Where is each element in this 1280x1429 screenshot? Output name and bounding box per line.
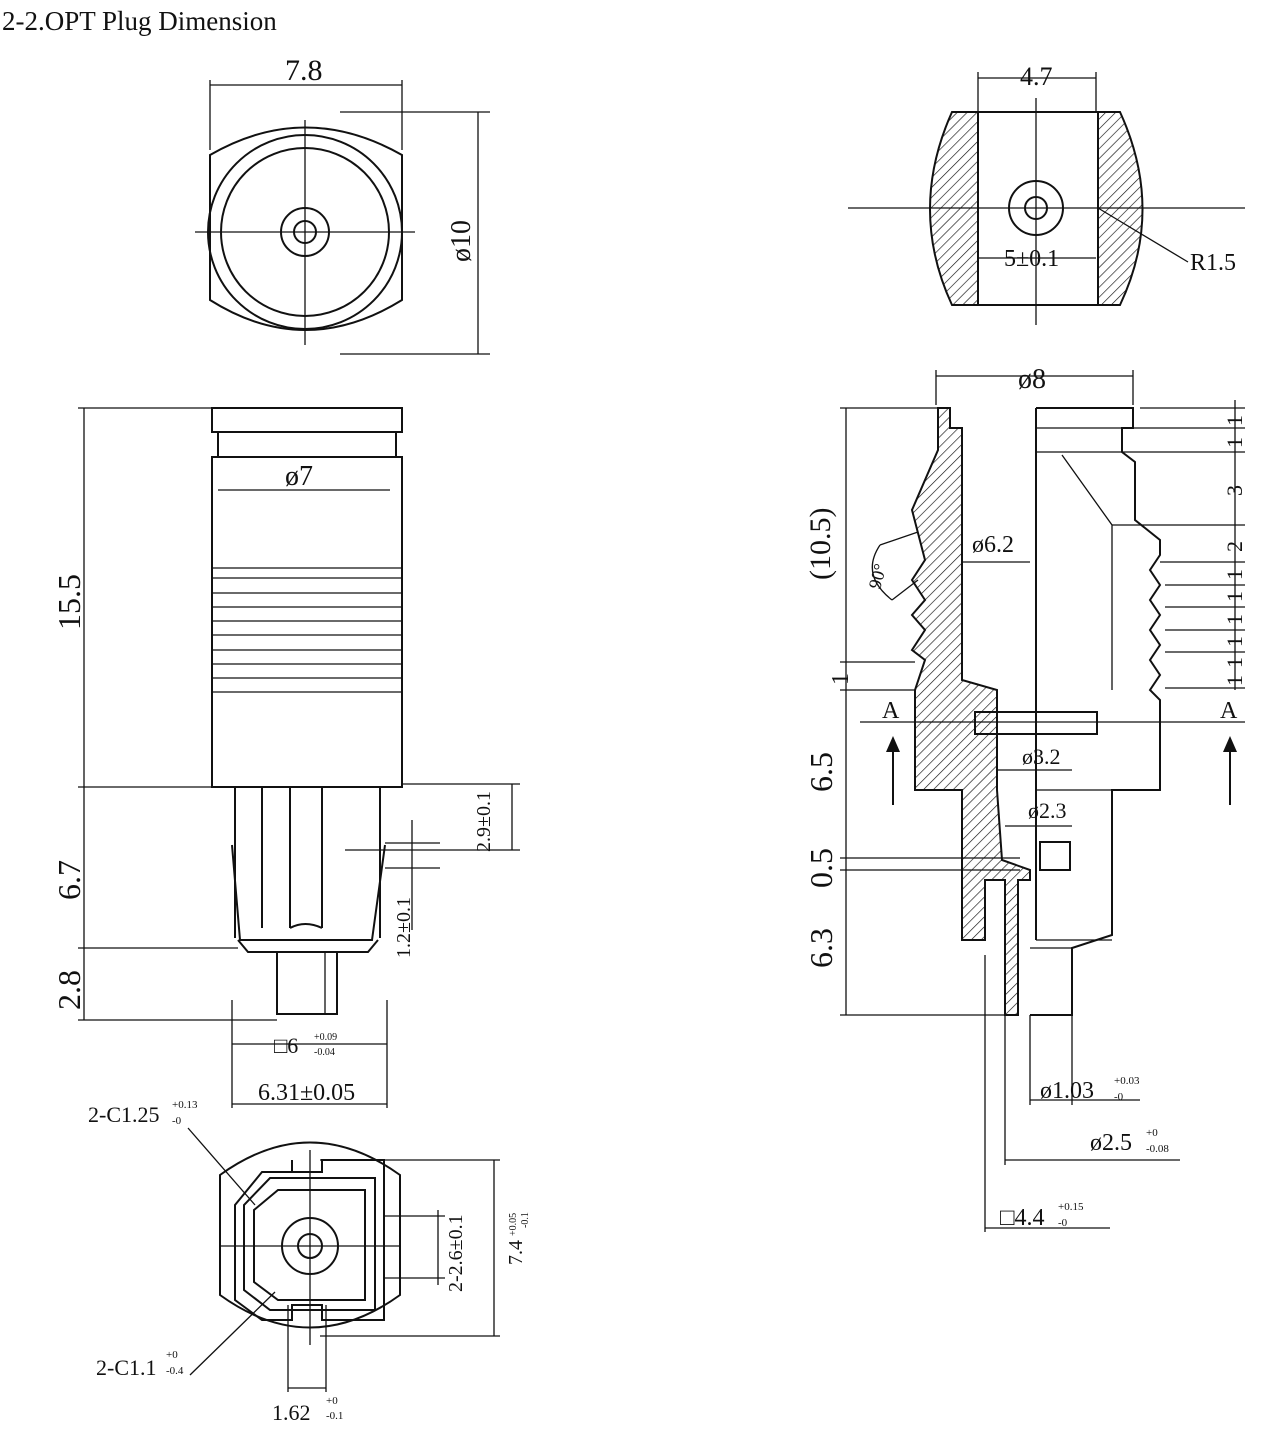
dim-dia-2-5-tol-plus: +0 [1146,1127,1158,1139]
dim-dia-7: ø7 [285,461,313,492]
dim-6-7: 6.7 [51,860,87,900]
dim-2-9: 2.9±0.1 [473,791,495,852]
right-dim-6: 1 [1222,614,1247,625]
dim-2-2-6: 2-2.6±0.1 [445,1214,467,1292]
dim-dia-1-03-tol-minus: -0 [1114,1091,1124,1103]
dim-sq-4-4: □4.4 [1000,1205,1045,1231]
dim-dia-1-03: ø1.03 [1040,1078,1094,1104]
dim-sq-6: □6 [274,1033,298,1058]
dim-10-5: (10.5) [804,508,837,580]
dim-dia-10: ø10 [446,220,477,262]
dim-7-8: 7.8 [285,54,323,87]
dim-6-5: 6.5 [803,752,839,792]
dim-1-62: 1.62 [272,1400,311,1425]
section-a-right: A [1220,698,1238,724]
right-dim-7: 1 [1222,636,1247,647]
dim-6-31: 6.31±0.05 [258,1080,355,1106]
dim-1: 1 [828,673,854,685]
right-dim-3: 2 [1222,541,1247,552]
dim-4-7: 4.7 [1020,62,1053,91]
dim-sq-6-tol-minus: -0.04 [314,1047,335,1058]
dim-c1-25: 2-C1.25 [88,1102,160,1127]
dim-c1-25-tol-plus: +0.13 [172,1099,198,1111]
right-dim-8: 1 [1222,657,1247,668]
dim-dia-2-3: ø2.3 [1028,798,1067,823]
dim-dia-8: ø8 [1018,364,1046,395]
dim-c1-1-tol-minus: -0.4 [166,1365,184,1377]
dim-dia-1-03-tol-plus: +0.03 [1114,1075,1140,1087]
dim-0-5: 0.5 [803,848,839,888]
dim-sq-4-4-tol-minus: -0 [1058,1217,1068,1229]
dim-dia-2-5: ø2.5 [1090,1130,1132,1156]
dim-7-4-tol-minus: -0.1 [520,1212,531,1228]
dim-sq-6-tol-plus: +0.09 [314,1032,337,1043]
dim-6-3: 6.3 [803,928,839,968]
front-view [195,80,490,355]
right-dim-4: 1 [1222,569,1247,580]
page-title: 2-2.OPT Plug Dimension [2,6,277,36]
section-view [840,370,1245,1232]
section-a-left: A [882,698,900,724]
dim-1-2: 1.2±0.1 [393,897,415,958]
dim-c1-25-tol-minus: -0 [172,1115,182,1127]
dim-r1-5: R1.5 [1190,250,1236,276]
dim-1-62-tol-minus: -0.1 [326,1410,343,1422]
section-top-view [848,72,1245,325]
dim-2-8: 2.8 [51,970,87,1010]
dim-dia-6-2: ø6.2 [972,532,1014,558]
dim-dia-3-2: ø3.2 [1022,744,1061,769]
dim-sq-4-4-tol-plus: +0.15 [1058,1201,1084,1213]
dim-5-0-1: 5±0.1 [1004,246,1059,272]
dim-1-62-tol-plus: +0 [326,1395,338,1407]
right-dim-0: 1 [1222,415,1247,426]
dim-15-5: 15.5 [51,574,87,630]
dim-dia-2-5-tol-minus: -0.08 [1146,1143,1169,1155]
dim-7-4-tol-plus: +0.05 [508,1213,519,1236]
right-dim-5: 1 [1222,591,1247,602]
end-view [187,1127,500,1392]
dim-c1-1-tol-plus: +0 [166,1349,178,1361]
dim-7-4: 7.4 [505,1240,527,1265]
side-view [78,407,520,1108]
dim-c1-1: 2-C1.1 [96,1355,157,1380]
right-dim-1: 1 [1222,437,1247,448]
dim-angle-90: 90° [865,562,891,592]
right-dim-9: 1 [1222,675,1247,686]
right-dim-2: 3 [1222,485,1247,496]
